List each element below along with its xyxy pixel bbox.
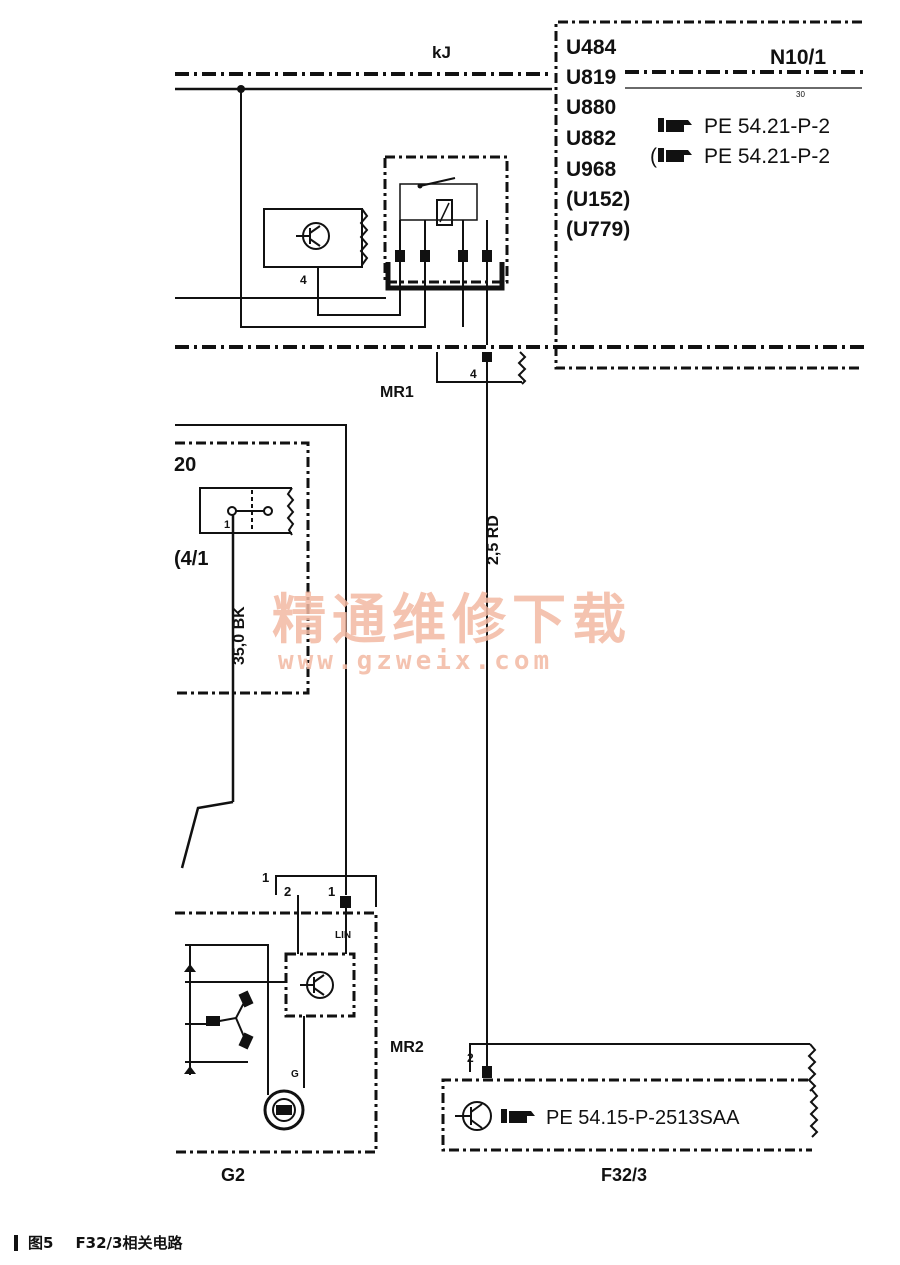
mr2-pin-label: 2 bbox=[467, 1051, 474, 1065]
relay-switch bbox=[399, 177, 478, 226]
caption-title: F32/3相关电路 bbox=[75, 1234, 183, 1252]
g2-name: G2 bbox=[221, 1165, 245, 1185]
g2-boundary bbox=[175, 911, 378, 1154]
g2-pin-2: 2 bbox=[284, 884, 291, 899]
ecu-ref1-text: PE 54.21-P-2 bbox=[704, 115, 830, 138]
g2-connector bbox=[275, 875, 377, 907]
mr1-pin-label: 4 bbox=[470, 367, 477, 381]
ecu-code-3: U882 bbox=[566, 127, 616, 150]
f32-boundary bbox=[441, 1078, 812, 1152]
ecu-code-0: U484 bbox=[566, 36, 617, 59]
ecu-boundary bbox=[554, 20, 862, 370]
watermark-title: 精通维修下载 bbox=[272, 588, 632, 651]
left-terminal-b bbox=[263, 506, 273, 516]
g2-regulator-box bbox=[284, 952, 356, 1018]
mr2-zigzag bbox=[807, 1043, 817, 1092]
sensor-box bbox=[263, 208, 363, 268]
caption-figure: 图5 bbox=[28, 1234, 54, 1252]
left-top-label: 20 bbox=[174, 454, 196, 476]
f32-ref: PE 54.15-P-2513SAA bbox=[546, 1107, 740, 1129]
transistor-icon bbox=[300, 971, 334, 999]
transistor-icon bbox=[296, 222, 330, 250]
g2-wire-stator-top bbox=[185, 944, 269, 1095]
figure-caption: 图5 F32/3相关电路 bbox=[14, 1232, 182, 1253]
f32-zigzag bbox=[809, 1089, 819, 1138]
mr1-label: MR1 bbox=[380, 384, 414, 401]
ecu-ref2: ( PE 54.21-P-2 bbox=[650, 145, 830, 168]
mr1-pin-marker bbox=[482, 352, 492, 362]
ecu-code-5: (U152) bbox=[566, 188, 630, 211]
sensor-shield-zigzag bbox=[359, 208, 369, 266]
g2-terminal-label: LIN bbox=[335, 930, 351, 941]
left-conn-label: (4/1 bbox=[174, 548, 208, 570]
g2-pin-marker bbox=[340, 896, 351, 908]
reference-hand-icon bbox=[501, 1109, 535, 1123]
left-component-boundary bbox=[175, 441, 310, 695]
left-pin-label: 1 bbox=[224, 519, 230, 531]
left-connector-zigzag bbox=[286, 487, 295, 536]
g2-g-label: G bbox=[291, 1069, 299, 1080]
left-connector-box bbox=[199, 487, 292, 534]
generator-icon bbox=[263, 1089, 305, 1131]
mr2-label: MR2 bbox=[390, 1039, 424, 1056]
ecu-name: N10/1 bbox=[770, 46, 826, 69]
transistor-icon bbox=[455, 1101, 492, 1131]
sensor-pin-label: 4 bbox=[300, 273, 307, 287]
f32-name: F32/3 bbox=[601, 1165, 647, 1185]
relay-boundary bbox=[383, 155, 509, 284]
relay-ground-bar bbox=[385, 262, 505, 291]
relay-pins bbox=[395, 250, 492, 262]
mr2-pin-marker bbox=[482, 1066, 492, 1078]
ecu-code-4: U968 bbox=[566, 158, 617, 181]
reference-hand-icon bbox=[658, 118, 692, 132]
ecu-ref1: PE 54.21-P-2 bbox=[658, 115, 830, 138]
mr1-zigzag bbox=[517, 351, 527, 385]
watermark-url: www.gzweix.com bbox=[278, 646, 553, 676]
wire-to-g2 bbox=[175, 424, 347, 895]
bus-label: kJ bbox=[432, 43, 451, 62]
ecu-code-6: (U779) bbox=[566, 218, 630, 241]
ecu-code-1: U819 bbox=[566, 66, 616, 89]
wire-bus-to-relay bbox=[240, 89, 426, 328]
stator-winding bbox=[206, 990, 254, 1050]
mr2-connector bbox=[469, 1043, 810, 1072]
mr1-connector bbox=[436, 352, 522, 383]
g2-pin-1: 1 bbox=[328, 884, 335, 899]
wire-sensor-to-relay bbox=[317, 262, 401, 316]
wire-rd-label: 2,5 RD bbox=[485, 515, 502, 565]
caption-marker bbox=[14, 1234, 18, 1251]
wire-bk-label: 35,0 BK bbox=[231, 606, 248, 665]
ecu-code-2: U880 bbox=[566, 96, 616, 119]
ecu-ref2-paren: ( bbox=[650, 145, 657, 168]
reference-hand-icon bbox=[658, 148, 692, 162]
left-terminal-a bbox=[227, 506, 237, 516]
g2-pin-top: 1 bbox=[262, 870, 269, 885]
wire-bk-bend bbox=[180, 800, 234, 869]
ecu-ref2-text: PE 54.21-P-2 bbox=[704, 145, 830, 168]
ecu-pin-label: 30 bbox=[796, 90, 805, 99]
diode-icon bbox=[184, 945, 196, 1075]
